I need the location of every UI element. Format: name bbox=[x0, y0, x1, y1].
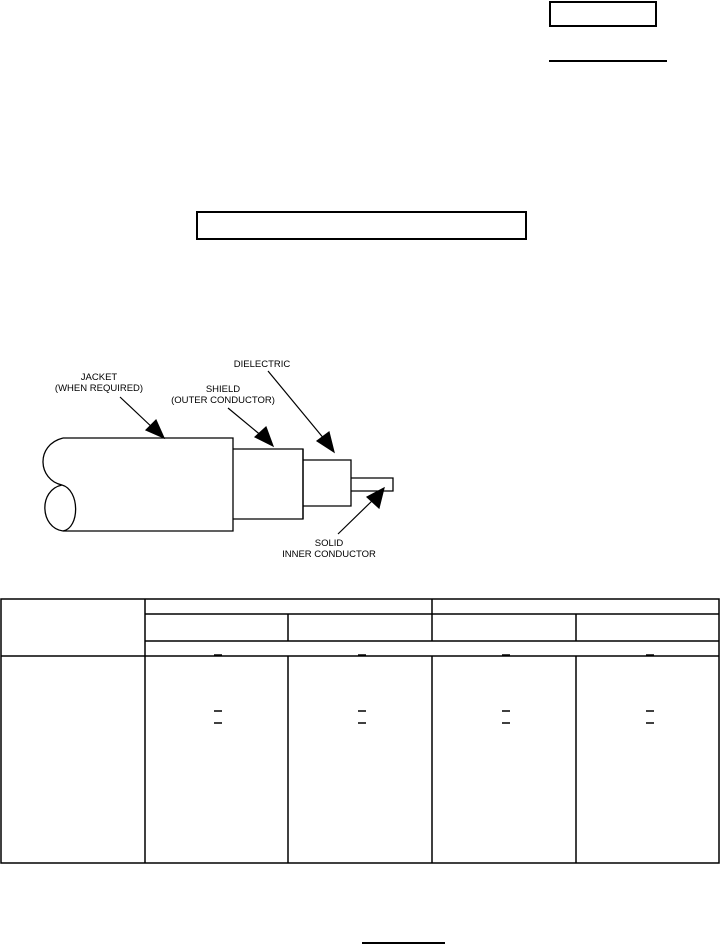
header-underline bbox=[549, 60, 667, 62]
jacket-drawing bbox=[42, 437, 234, 532]
table-frame bbox=[0, 598, 720, 864]
label-inner-line2: INNER CONDUCTOR bbox=[282, 549, 376, 560]
leader-inner bbox=[337, 486, 385, 535]
footer-rule bbox=[362, 942, 445, 944]
label-jacket-line2: (WHEN REQUIRED) bbox=[55, 383, 143, 394]
label-jacket-line1: JACKET bbox=[81, 372, 118, 383]
header-box bbox=[549, 1, 657, 27]
label-dielectric: DIELECTRIC bbox=[234, 359, 291, 370]
leader-jacket bbox=[119, 396, 166, 440]
inner-conductor-drawing bbox=[351, 477, 394, 492]
leader-shield bbox=[227, 407, 275, 448]
table-marks bbox=[214, 654, 654, 724]
leader-dielectric bbox=[267, 370, 335, 454]
label-shield-line1: SHIELD bbox=[206, 384, 240, 395]
title-box bbox=[196, 211, 527, 240]
coax-cable-figure: JACKET (WHEN REQUIRED) SHIELD (OUTER CON… bbox=[42, 359, 394, 560]
dielectric-drawing bbox=[303, 459, 352, 507]
data-table bbox=[0, 598, 720, 864]
label-inner-line1: SOLID bbox=[315, 538, 344, 549]
shield-drawing bbox=[233, 448, 304, 520]
label-shield-line2: (OUTER CONDUCTOR) bbox=[171, 395, 275, 406]
